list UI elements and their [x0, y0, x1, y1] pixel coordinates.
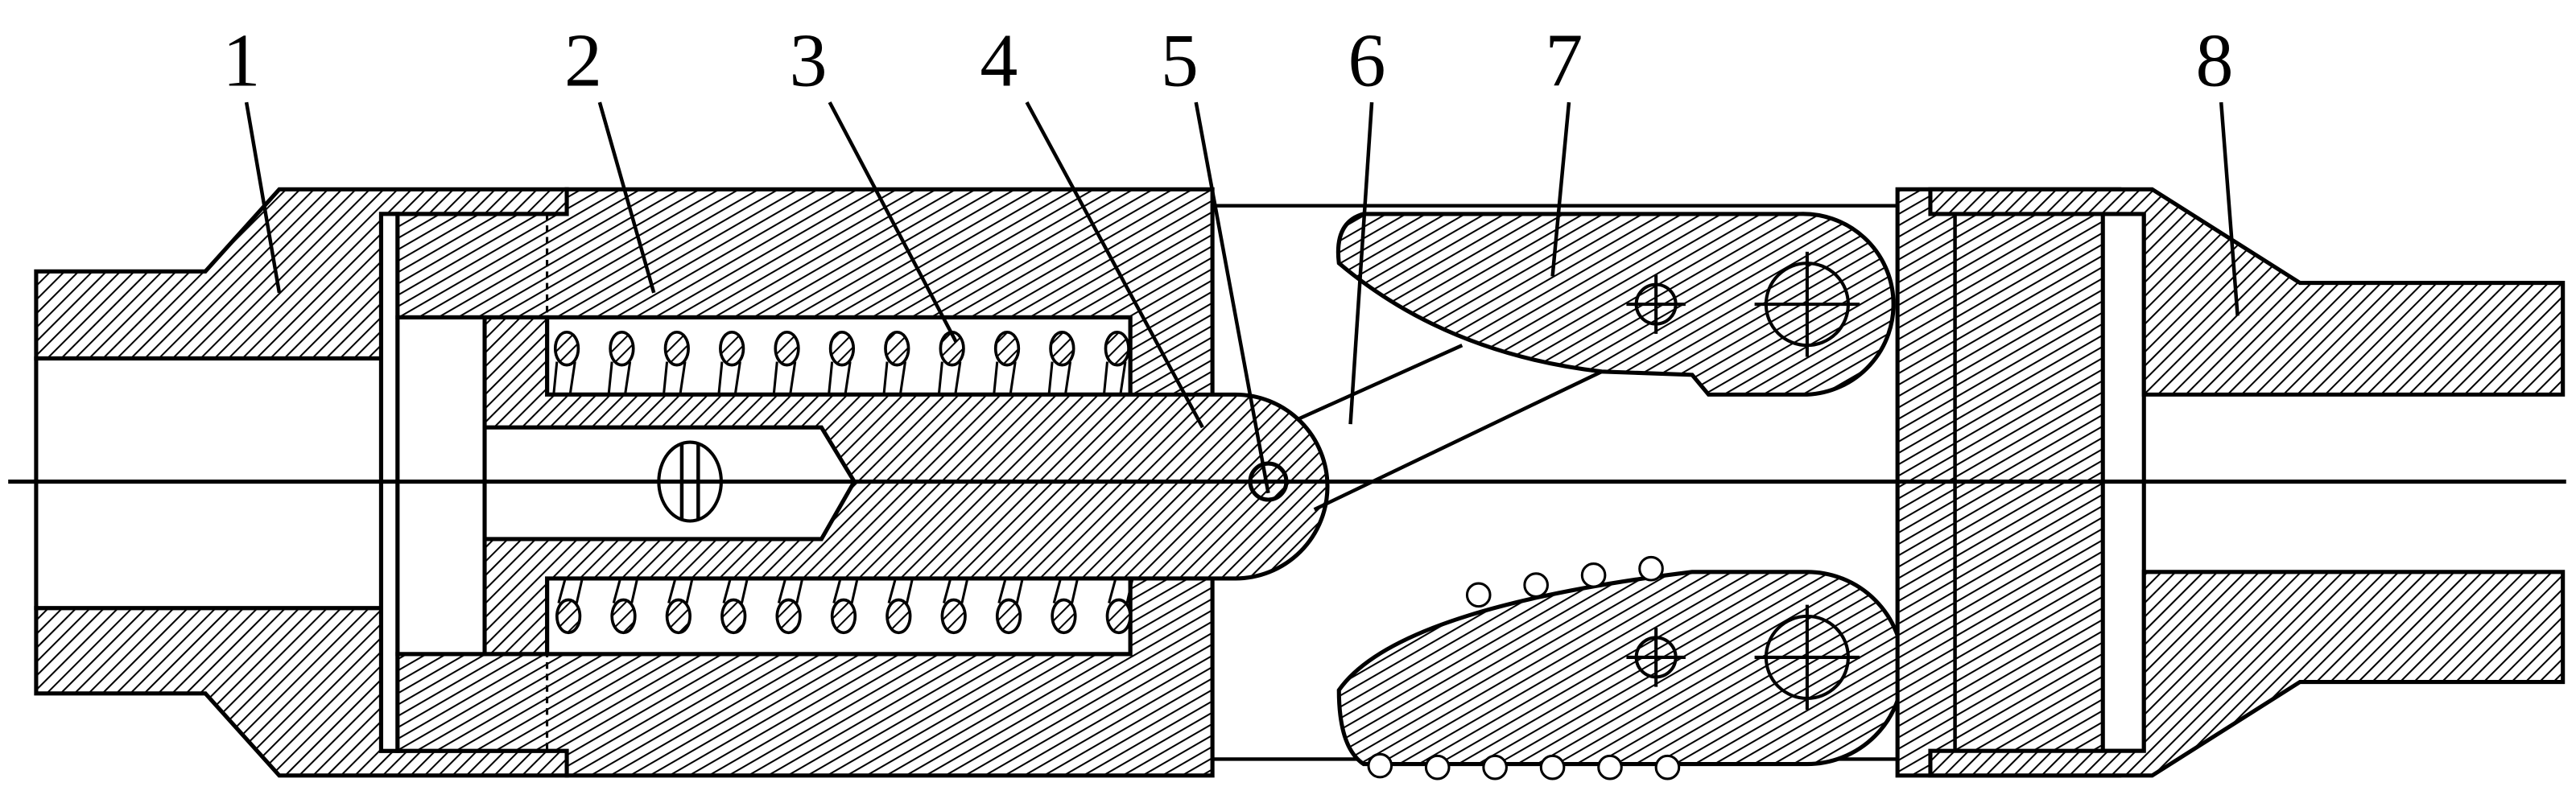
spring-coil — [1105, 598, 1132, 635]
part-6-link — [1297, 344, 1603, 512]
spring-wire — [882, 361, 907, 395]
spring-coil — [830, 598, 857, 635]
spring-coil — [663, 330, 690, 367]
spring-coil — [940, 598, 967, 635]
spring-coil — [610, 598, 637, 635]
spring-coil — [1104, 330, 1130, 367]
label-part-5: 5 — [1161, 19, 1199, 103]
label-part-1: 1 — [223, 19, 261, 103]
label-part-8: 8 — [2196, 19, 2234, 103]
spring-wire — [1102, 361, 1127, 395]
spring-wire — [772, 361, 797, 395]
label-part-3: 3 — [790, 19, 828, 103]
part-7-jaws — [1335, 212, 1905, 780]
leader-lines — [244, 101, 2240, 494]
part-3-spring — [552, 330, 1137, 635]
spring-wire — [552, 361, 576, 395]
spring-coil — [828, 330, 856, 367]
spring-coil — [884, 330, 910, 367]
spring-coil — [1049, 330, 1075, 367]
spring-coil — [720, 598, 747, 635]
part-4-plunger — [482, 315, 1330, 657]
spring-coil — [555, 598, 582, 635]
spring-wire — [717, 361, 741, 395]
spring-coil — [993, 330, 1021, 367]
spring-coil — [775, 598, 802, 635]
part-1-left-connector — [34, 187, 569, 778]
spring-coil — [665, 598, 691, 635]
spring-wire — [662, 361, 687, 395]
spring-wire — [828, 361, 852, 395]
jaw-teeth — [1367, 555, 1681, 780]
spring-wire — [993, 361, 1017, 395]
label-part-6: 6 — [1348, 19, 1385, 103]
label-part-7: 7 — [1545, 19, 1583, 103]
spring-coil — [553, 330, 580, 367]
spring-wire — [1047, 361, 1072, 395]
label-part-2: 2 — [564, 19, 602, 103]
spring-wire — [607, 361, 632, 395]
spring-coil — [886, 598, 912, 635]
label-part-4: 4 — [980, 19, 1018, 103]
spring-wire — [937, 361, 962, 395]
spring-coil — [995, 598, 1022, 635]
jaw-pivot-holes — [1626, 251, 1860, 710]
spring-coil — [1051, 598, 1077, 635]
spring-coil — [719, 330, 745, 367]
spring-coil — [774, 330, 800, 367]
spring-coil — [609, 330, 635, 367]
